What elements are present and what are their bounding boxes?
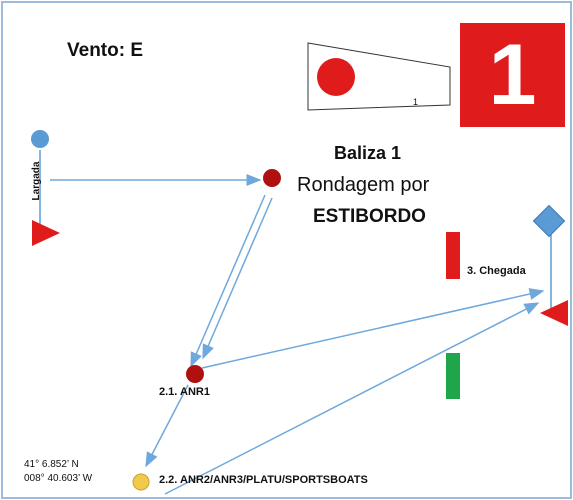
gate-red-bar: [446, 232, 460, 279]
flag-number: 1: [413, 97, 419, 107]
finish-label: 3. Chegada: [467, 265, 526, 277]
start-label: Largada: [31, 161, 42, 201]
gate-green-bar: [446, 353, 460, 399]
leg-mark1-to-anr1-a: [190, 194, 266, 368]
leg-mark1-to-anr1-b: [202, 197, 273, 360]
finish-buoy-red-triangle: [540, 300, 568, 326]
anr1-buoy: [186, 365, 204, 383]
finish-buoy-blue-diamond: [532, 204, 566, 238]
badge-number: 1: [488, 27, 537, 123]
mark-title: Baliza 1: [334, 143, 402, 163]
leg-to-classes-mark: [145, 384, 189, 468]
leg-anr1-to-finish: [201, 288, 545, 369]
coordinate-latitude: 41° 6.852’ N: [24, 459, 79, 470]
mark-rounding-side: ESTIBORDO: [313, 206, 426, 227]
start-buoy-red-triangle: [32, 220, 60, 246]
start-buoy-blue: [31, 130, 49, 148]
anr1-label: 2.1. ANR1: [159, 386, 210, 398]
leg-classes-mark-to-finish: [164, 302, 540, 495]
mark-1-buoy: [263, 169, 281, 187]
classes-mark-label: 2.2. ANR2/ANR3/PLATU/SPORTSBOATS: [159, 474, 368, 486]
flag-red-disc: [317, 58, 355, 96]
mark-rounding-text: Rondagem por: [297, 174, 430, 196]
coordinate-longitude: 008° 40.603’ W: [24, 473, 93, 484]
classes-mark-buoy: [132, 473, 150, 491]
wind-label: Vento: E: [67, 40, 144, 61]
mark-number-badge: 1: [460, 23, 565, 127]
